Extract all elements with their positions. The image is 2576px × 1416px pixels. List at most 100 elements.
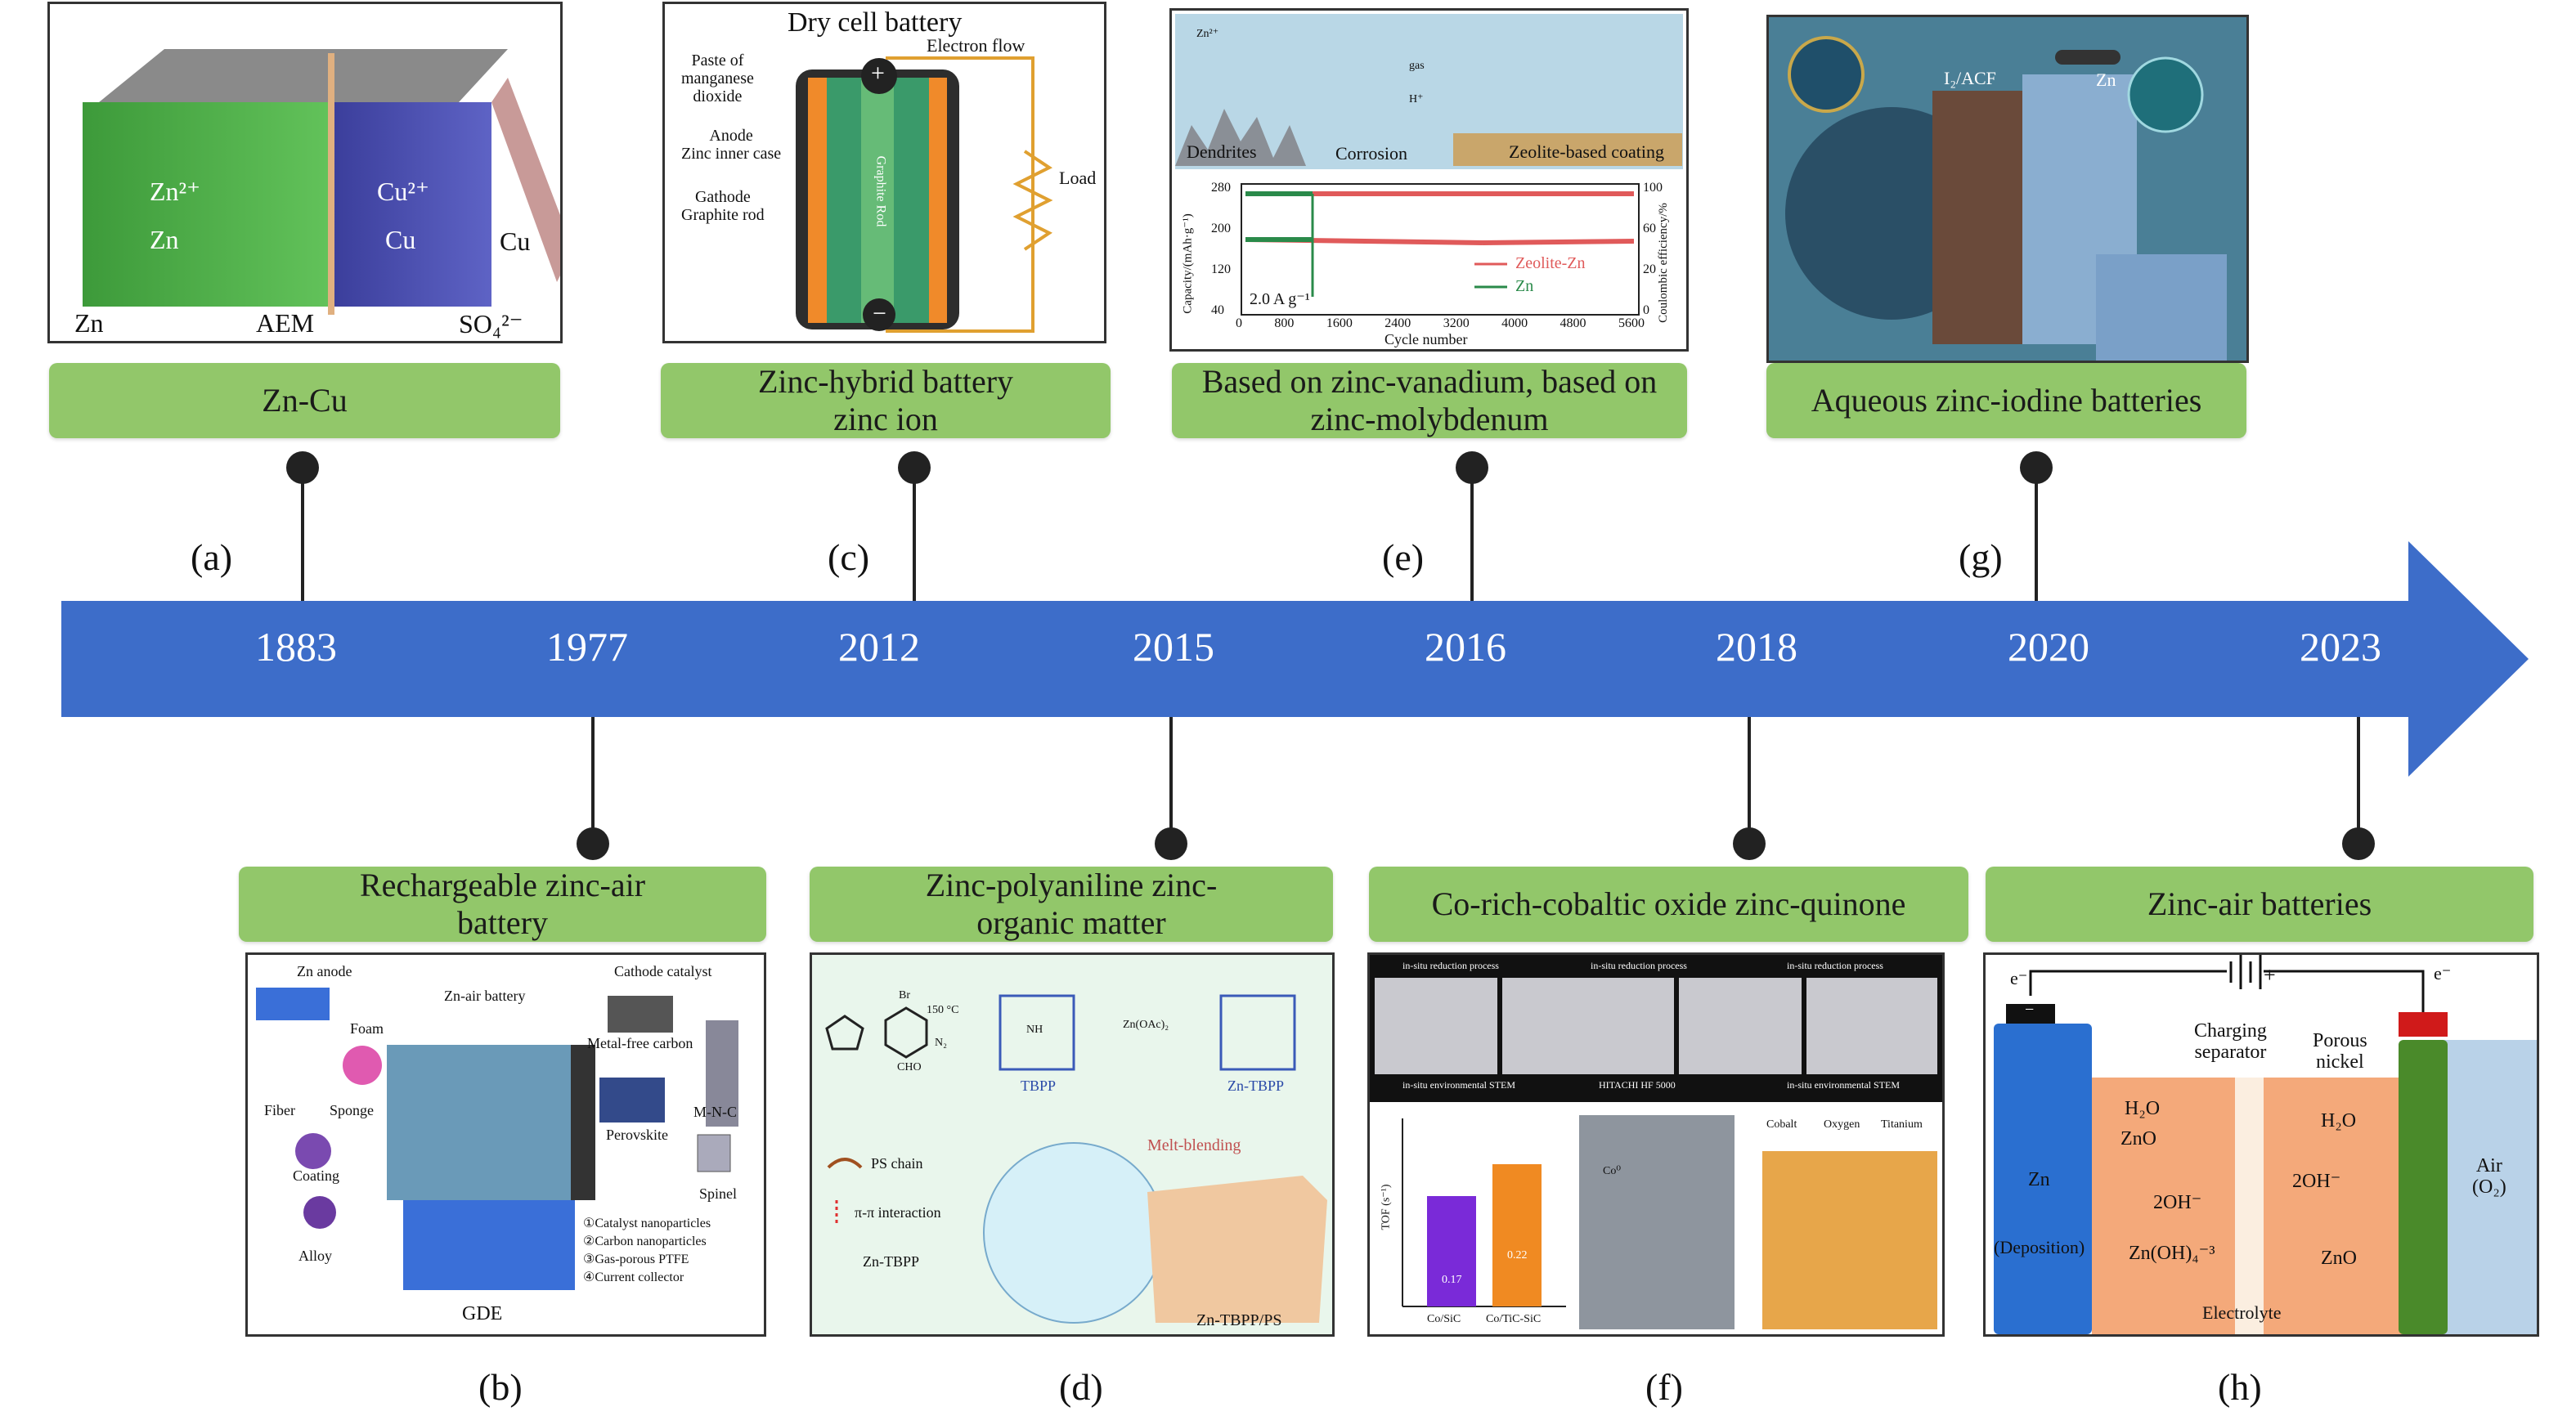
panel-e-y2tick: 100 (1643, 181, 1663, 195)
panel-f-frame-2 (1502, 978, 1674, 1074)
connector-stem-h (2357, 717, 2360, 844)
panel-h-e-right: e⁻ (2434, 963, 2452, 984)
panel-f-co-rich: in-situ reduction process in-situ reduct… (1367, 952, 1945, 1337)
panel-d-temp: 150 °C (927, 1004, 959, 1016)
panel-e-ytick: 280 (1211, 181, 1231, 195)
label-zinc-air: Zinc-air batteries (1986, 867, 2533, 942)
panel-f-xlabel-1: Co/SiC (1427, 1313, 1461, 1325)
panel-f-xlabel-2: Co/TiC-SiC (1486, 1313, 1542, 1325)
label-zinc-polyaniline: Zinc-polyaniline zinc- organic matter (810, 867, 1333, 942)
panel-e-dendrites: Dendrites (1187, 141, 1257, 162)
letter-h: (h) (2218, 1366, 2262, 1408)
panel-e-legend-zeolite: Zeolite-Zn (1515, 254, 1586, 272)
panel-d-composite: Zn-TBPP/PS (1196, 1311, 1282, 1329)
panel-f-bar-chart (1402, 1118, 1566, 1307)
panel-e-xtick: 800 (1274, 316, 1295, 330)
panel-h-zinc-air: e⁻ e⁻ − + Charging separator Porous nick… (1983, 952, 2539, 1337)
panel-h-e-left: e⁻ (2010, 968, 2028, 988)
panel-b-zn-air: Zn-air battery (444, 988, 526, 1004)
panel-b-gde: GDE (462, 1303, 503, 1324)
panel-e-xtick: 2400 (1384, 316, 1411, 330)
panel-e-xtick: 5600 (1618, 316, 1645, 330)
panel-d-zinc-organic: 150 °C N₂ Br CHO NH TBPP Zn(OAc)₂ Zn-TBP… (810, 952, 1335, 1337)
connector-dot-h (2342, 827, 2375, 860)
label-zinc-iodine: Aqueous zinc-iodine batteries (1766, 363, 2246, 438)
connector-stem-c (913, 474, 916, 601)
year-2018: 2018 (1716, 624, 1797, 670)
panel-d-ps-chain: PS chain (871, 1155, 923, 1172)
panel-b-legend-1: ①Catalyst nanoparticles (583, 1217, 711, 1230)
label-co-rich: Co-rich-cobaltic oxide zinc-quinone (1369, 867, 1968, 942)
panel-e-h: H⁺ (1409, 93, 1424, 105)
panel-b-mnc: M-N-C (693, 1104, 737, 1120)
panel-a-zn: Zn (150, 225, 179, 254)
panel-h-h2o-right: H₂O (2321, 1110, 2357, 1131)
panel-h-zno-left: ZnO (2120, 1128, 2156, 1149)
connector-stem-e (1470, 474, 1474, 601)
letter-c: (c) (828, 536, 870, 578)
panel-h-minus: − (2025, 1001, 2035, 1019)
panel-b-alloy: Alloy (298, 1248, 333, 1264)
panel-e-gas: gas (1409, 60, 1425, 72)
panel-f-hitachi: HITACHI HF 5000 (1599, 1079, 1676, 1091)
panel-f-tem-image (1579, 1115, 1735, 1329)
year-2020: 2020 (2008, 624, 2089, 670)
panel-b-sponge: Sponge (330, 1102, 374, 1118)
panel-f-in-situ-2: in-situ reduction process (1591, 960, 1687, 971)
year-2023: 2023 (2300, 624, 2381, 670)
panel-d-tbpp: TBPP (1021, 1078, 1057, 1094)
label-zinc-hybrid: Zinc-hybrid battery zinc ion (661, 363, 1111, 438)
letter-d: (d) (1059, 1366, 1103, 1408)
panel-g-anode-label: Zn (2096, 69, 2116, 90)
panel-f-ylabel: TOF (s⁻¹) (1380, 1184, 1393, 1230)
panel-f-in-situ-1: in-situ reduction process (1402, 960, 1499, 971)
connector-stem-f (1748, 717, 1751, 844)
panel-e-y2tick: 0 (1643, 303, 1649, 317)
year-2015: 2015 (1133, 624, 1214, 670)
panel-e-ytick: 40 (1211, 303, 1224, 317)
panel-f-legend-oxygen: Oxygen (1824, 1118, 1860, 1131)
connector-stem-a (301, 474, 304, 601)
panel-e-ytick: 200 (1211, 222, 1231, 235)
panel-h-znoh: Zn(OH)₄⁻³ (2129, 1243, 2215, 1264)
label-zinc-vanadium: Based on zinc-vanadium, based on zinc-mo… (1172, 363, 1687, 438)
panel-h-oh-left: 2OH⁻ (2153, 1192, 2202, 1213)
panel-f-co-label: Co⁰ (1603, 1165, 1621, 1177)
panel-f-bar-cotic (1492, 1164, 1542, 1306)
panel-e-xtick: 4800 (1560, 316, 1586, 330)
panel-f-env-2: in-situ environmental STEM (1787, 1079, 1900, 1091)
panel-g-cathode-label: I₂/ACF (1944, 68, 1996, 88)
panel-h-air: Air (O₂) (2472, 1155, 2506, 1198)
panel-c-electron-flow: Electron flow (927, 35, 1025, 56)
panel-e-zeolite: Zeolite-based coating (1509, 141, 1664, 162)
panel-a-zn-cu-battery: Zn AEM SO₄²⁻ Zn²⁺ Zn Cu²⁺ Cu Cu (47, 2, 563, 343)
panel-b-perovskite: Perovskite (606, 1127, 668, 1143)
panel-b-metal-free: Metal-free carbon (587, 1035, 693, 1051)
panel-h-zno-right: ZnO (2321, 1248, 2357, 1269)
panel-h-deposition: (Deposition) (1994, 1237, 2085, 1257)
panel-a-left-label: Zn (74, 308, 104, 338)
panel-e-xticks: 0 800 1600 2400 3200 4000 4800 5600 (1236, 316, 1645, 331)
panel-f-value-cotic: 0.22 (1507, 1249, 1528, 1261)
label-rechargeable-zinc-air: Rechargeable zinc-air battery (239, 867, 766, 942)
panel-e-y2tick: 20 (1643, 262, 1656, 276)
panel-b-fiber: Fiber (264, 1102, 295, 1118)
panel-e-y2ticks: 100 60 20 0 (1643, 181, 1663, 318)
panel-c-minus: − (873, 300, 886, 327)
panel-d-nh: NH (1026, 1024, 1043, 1036)
panel-e-ytick: 120 (1211, 262, 1231, 276)
panel-e-legend-zn: Zn (1515, 277, 1534, 295)
panel-e-xtick: 1600 (1326, 316, 1353, 330)
letter-e: (e) (1382, 536, 1425, 578)
connector-dot-f (1733, 827, 1766, 860)
letter-b: (b) (478, 1366, 523, 1408)
panel-f-legend-cobalt: Cobalt (1766, 1118, 1797, 1131)
panel-d-br: Br (899, 989, 910, 1002)
panel-b-spinel: Spinel (699, 1185, 738, 1202)
panel-c-graphite-rod: Graphite Rod (873, 155, 888, 227)
panel-g-zinc-iodine: I₂/ACF Zn (1766, 15, 2249, 363)
panel-e-zn-ion: Zn²⁺ (1196, 28, 1219, 40)
panel-c-title: Dry cell battery (788, 7, 963, 38)
panel-b-legend-3: ③Gas-porous PTFE (583, 1252, 689, 1266)
panel-f-bar-cosic (1427, 1196, 1476, 1306)
